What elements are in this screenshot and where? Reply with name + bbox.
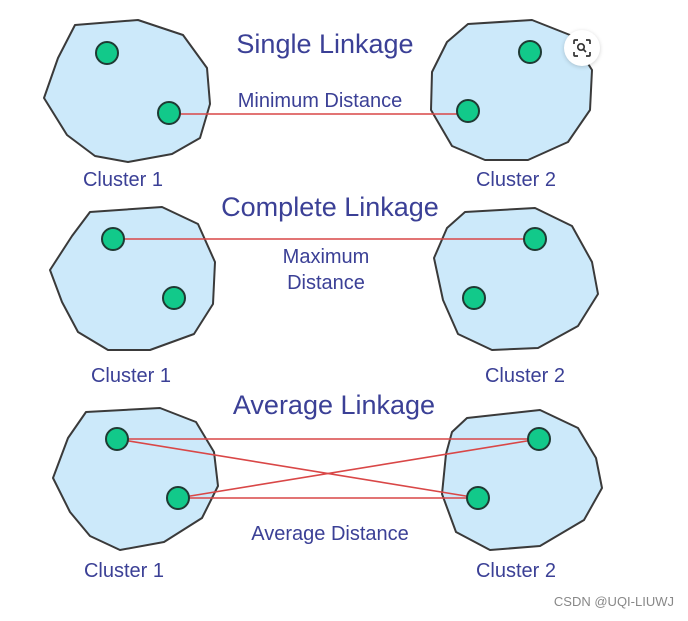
distance-label: Average Distance (251, 523, 409, 545)
cluster-1-label: Cluster 1 (91, 365, 171, 387)
average-distance-line (177, 438, 540, 499)
cluster-2-point (518, 40, 542, 64)
cluster-1-point (105, 427, 129, 451)
cluster-1-label: Cluster 1 (84, 560, 164, 582)
cluster-2-point (523, 227, 547, 251)
average-distance-line (116, 438, 479, 499)
watermark: CSDN @UQI-LIUWJ (553, 594, 674, 609)
cluster-1-shape (43, 19, 211, 163)
cluster-1-shape (52, 407, 219, 551)
cluster-1-point (162, 286, 186, 310)
panel-complete-linkage: Complete Linkage Maximum Distance Cluste… (49, 192, 599, 387)
cluster-2-point (466, 486, 490, 510)
cluster-1-shape (49, 206, 216, 351)
visual-search-button[interactable] (564, 30, 600, 66)
cluster-1-point (101, 227, 125, 251)
cluster-2-shape (441, 409, 603, 551)
cluster-2-label: Cluster 2 (476, 169, 556, 191)
panel-title: Complete Linkage (221, 192, 439, 222)
cluster-2-label: Cluster 2 (485, 365, 565, 387)
visual-search-icon (573, 39, 591, 57)
cluster-1-point (166, 486, 190, 510)
cluster-1-point (95, 41, 119, 65)
distance-label-line-2: Distance (287, 272, 365, 294)
cluster-2-point (462, 286, 486, 310)
distance-label-line-1: Maximum (283, 246, 370, 268)
distance-label: Minimum Distance (238, 90, 402, 112)
cluster-2-label: Cluster 2 (476, 560, 556, 582)
cluster-2-point (527, 427, 551, 451)
panel-average-linkage: Average Linkage Average Distance Cluster… (52, 390, 603, 582)
cluster-1-label: Cluster 1 (83, 169, 163, 191)
cluster-2-shape (433, 207, 599, 351)
cluster-2-point (456, 99, 480, 123)
panel-title: Average Linkage (233, 390, 435, 420)
panel-single-linkage: Single Linkage Minimum Distance Cluster … (43, 19, 593, 191)
cluster-1-point (157, 101, 181, 125)
panel-title: Single Linkage (236, 29, 413, 59)
